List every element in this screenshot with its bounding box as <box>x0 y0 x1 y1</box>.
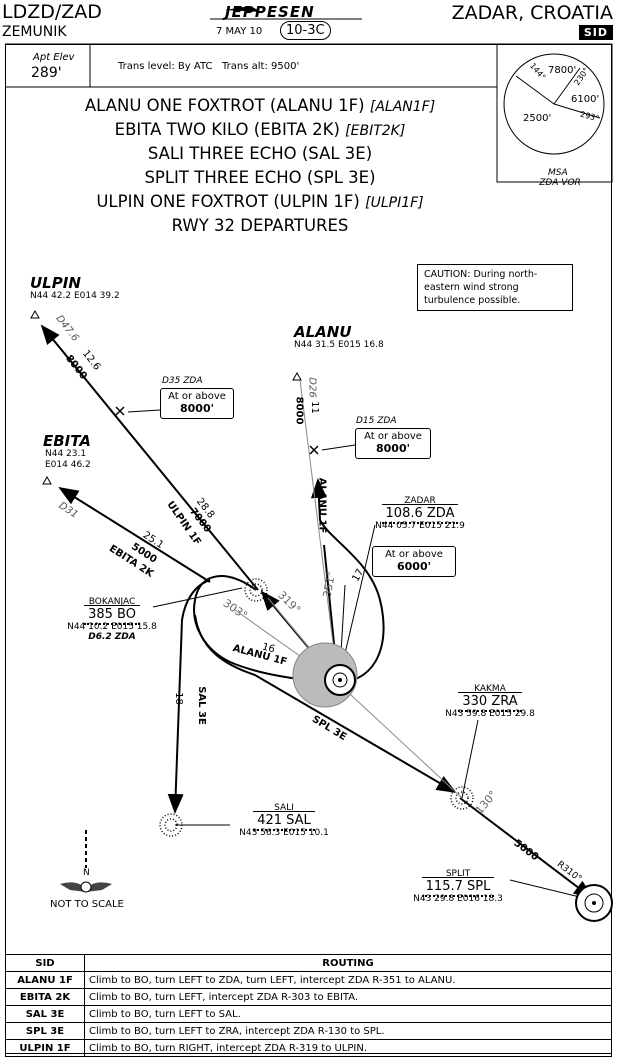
label-11: 11 <box>308 401 320 414</box>
navaid-zadar-name: ZADAR <box>404 496 436 506</box>
header-rules <box>5 6 613 183</box>
msa-label: MSA <box>548 168 568 178</box>
fix-triangles <box>30 309 302 485</box>
navaid-sali-coord: N43 56.3 E015 10.1 <box>239 828 329 838</box>
callouts <box>127 409 356 608</box>
fix-alanu-coord: N44 31.5 E015 16.8 <box>294 340 384 350</box>
label-8000-alanu: 8000 <box>293 396 305 425</box>
msa-vor-label: ZDA VOR <box>539 178 581 188</box>
elev-label: Apt Elev <box>33 52 75 63</box>
navaid-split-freq: 115.7 SPL <box>421 877 495 897</box>
elev-value: 289' <box>31 65 62 81</box>
trans-info: Trans level: By ATC Trans alt: 9500' <box>118 61 299 72</box>
navaid-bokanjac: BOKANJAC 385 BO N44 10.2 E015 15.8 D6.2 … <box>62 597 162 642</box>
label-d26: D26 <box>306 377 318 398</box>
navaid-kakma-coord: N43 59.8 E015 29.8 <box>445 709 535 719</box>
trans-alt: Trans alt: 9500' <box>222 61 300 72</box>
fix-ebita-name: EBITA <box>43 432 91 450</box>
fix-ulpin-name: ULPIN <box>30 274 81 292</box>
fix-ulpin-coord: N44 42.2 E014 39.2 <box>30 291 120 301</box>
navaid-kakma: KAKMA 330 ZRA N43 59.8 E015 29.8 <box>440 684 540 719</box>
zadar-vor-symbol <box>292 642 358 708</box>
msa-alt-w: 2500' <box>523 113 552 124</box>
navaid-kakma-freq: 330 ZRA <box>458 692 522 712</box>
label-18: 18 <box>172 692 184 705</box>
navaid-bokanjac-freq: 385 BO <box>84 605 140 625</box>
city-name: ZADAR, CROATIA <box>451 2 613 24</box>
dme-fix-marks <box>115 406 319 455</box>
navaid-kakma-name: KAKMA <box>474 684 506 694</box>
navaid-sali: SALI 421 SAL N43 56.3 E015 10.1 <box>234 803 334 838</box>
airport-name: ZEMUNIK <box>2 24 67 40</box>
msa-alt-e: 6100' <box>571 94 600 105</box>
fix-alanu-name: ALANU <box>294 323 352 341</box>
north-arrow <box>60 830 112 893</box>
d15-fix-label: D15 ZDA <box>356 416 397 426</box>
trans-level: Trans level: By ATC <box>118 61 213 72</box>
not-to-scale: NOT TO SCALE <box>50 899 124 910</box>
msa-circle <box>503 53 605 155</box>
fix-ebita-coord1: N44 23.1 <box>45 449 87 459</box>
title-line-6: RWY 32 DEPARTURES <box>171 216 349 235</box>
navaid-split-name: SPLIT <box>445 869 471 879</box>
airport-ident: LDZD/ZAD <box>2 1 102 23</box>
navaid-split-coord: N43 29.8 E016 18.3 <box>413 894 503 904</box>
navaid-split: SPLIT 115.7 SPL N43 29.8 E016 18.3 <box>408 869 508 904</box>
navaid-zadar-freq: 108.6 ZDA <box>381 504 459 524</box>
navaid-sali-name: SALI <box>274 803 294 813</box>
title-line-2: EBITA TWO KILO (EBITA 2K) [EBIT2K] <box>114 120 406 139</box>
navaid-bokanjac-name: BOKANJAC <box>88 597 136 607</box>
navaid-sali-freq: 421 SAL <box>253 811 315 831</box>
chart-type-badge: SID <box>578 25 613 40</box>
title-line-1: ALANU ONE FOXTROT (ALANU 1F) [ALAN1F] <box>84 96 436 115</box>
navaid-bokanjac-dist: D6.2 ZDA <box>88 632 136 642</box>
navaid-zadar: ZADAR 108.6 ZDA N44 05.7 E015 21.9 <box>370 496 470 531</box>
split-vor-symbol <box>575 884 613 922</box>
ndb-symbols <box>159 578 474 837</box>
north-letter: N <box>83 868 90 878</box>
chart-date: 7 MAY 10 <box>216 26 263 37</box>
label-alanu-1f-b: ALANU 1F <box>316 477 328 534</box>
fix-ebita-coord2: E014 46.2 <box>45 460 91 470</box>
table-header-routing: ROUTING <box>84 954 612 972</box>
chart-index: 10-3C <box>280 21 331 40</box>
title-line-4: SPLIT THREE ECHO (SPL 3E) <box>144 168 376 187</box>
navaid-zadar-coord: N44 05.7 E015 21.9 <box>375 521 465 531</box>
navaid-bokanjac-coord: N44 10.2 E015 15.8 <box>67 622 157 632</box>
title-line-3: SALI THREE ECHO (SAL 3E) <box>147 144 373 163</box>
table-header-sid: SID <box>5 954 85 972</box>
msa-alt-ne: 7800' <box>548 65 577 76</box>
d35-fix-label: D35 ZDA <box>162 376 203 386</box>
label-sal-3e: SAL 3E <box>195 686 207 725</box>
title-line-5: ULPIN ONE FOXTROT (ULPIN 1F) [ULPI1F] <box>96 192 424 211</box>
caution-box: CAUTION: During north-eastern wind stron… <box>417 264 573 311</box>
